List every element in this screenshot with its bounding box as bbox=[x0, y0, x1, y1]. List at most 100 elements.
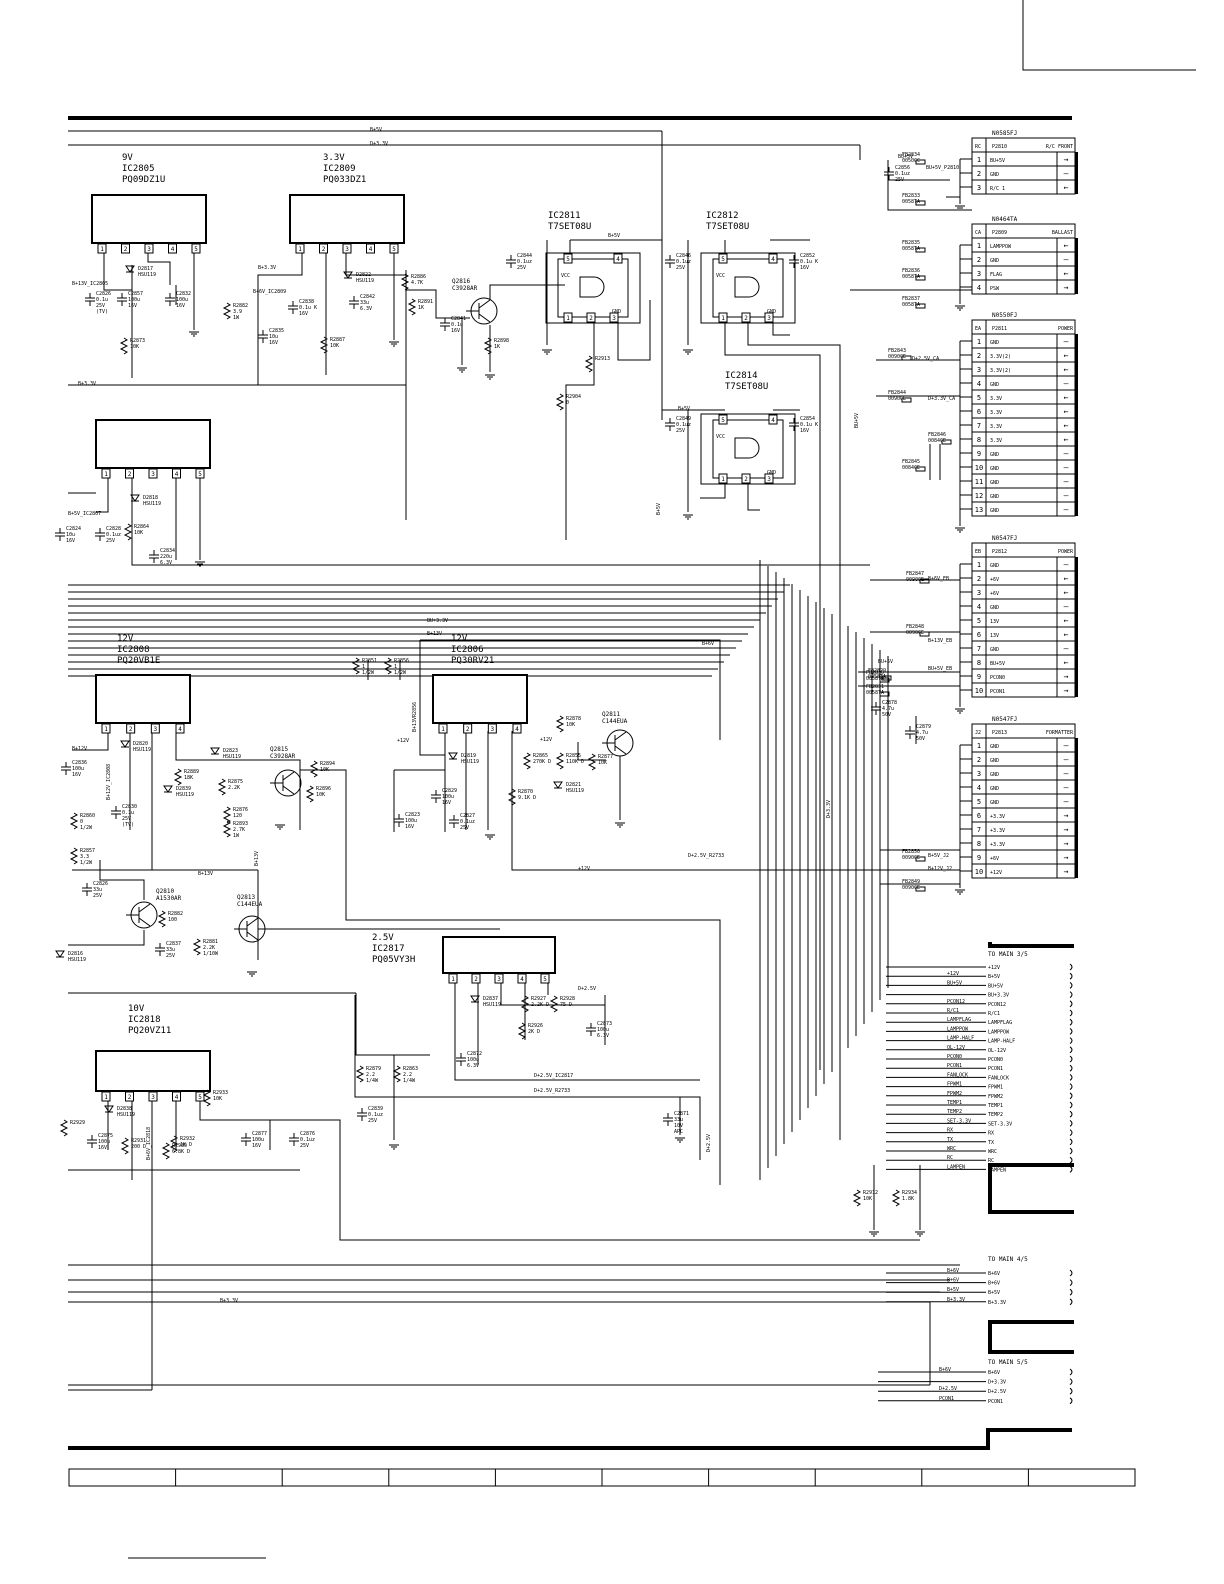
part-label: R2933 bbox=[213, 1090, 228, 1096]
regulator-ref: IC2805 bbox=[122, 164, 155, 174]
connector-pin-number: 6 bbox=[977, 812, 981, 820]
part-label: R2894 bbox=[320, 761, 335, 767]
transistor-collector bbox=[478, 299, 491, 309]
ferrite-ref: FB2836 bbox=[902, 268, 920, 274]
part-label: 2.2K bbox=[228, 785, 240, 791]
net-label-vertical: B+13V bbox=[254, 851, 260, 866]
part-label: HSU119 bbox=[483, 1002, 501, 1008]
part-label: 16V bbox=[269, 340, 278, 346]
connector-pin-signal: GND bbox=[990, 452, 999, 458]
connector-pin-number: 10 bbox=[975, 687, 983, 695]
part-label: C2875 bbox=[98, 1133, 113, 1139]
ferrite-ref: FB2831 bbox=[866, 684, 884, 690]
net-label: B+6V bbox=[702, 641, 714, 647]
ferrite-part: 0058TA bbox=[902, 302, 920, 308]
connector-part: N0550FJ bbox=[992, 312, 1017, 319]
to-main-net: B+6V bbox=[939, 1367, 951, 1373]
regulator-ic2806 bbox=[432, 674, 528, 724]
resistor-symbol bbox=[351, 657, 361, 675]
cable-brace bbox=[1069, 1037, 1073, 1044]
part-label: 25V bbox=[300, 1143, 309, 1149]
to-main-net: LAMPEN bbox=[947, 1164, 965, 1170]
part-label: D2821 bbox=[566, 782, 581, 788]
resistor-symbol bbox=[69, 847, 79, 865]
pin-number: 5 bbox=[198, 471, 202, 478]
cable-brace bbox=[1069, 982, 1073, 989]
cable-brace bbox=[1069, 1064, 1073, 1072]
ferrite-part: 0090CE bbox=[906, 577, 924, 583]
pin-number: 1 bbox=[721, 476, 725, 483]
part-label: 16V bbox=[66, 538, 75, 544]
wire bbox=[72, 731, 109, 751]
to-main-signal: B+3.3V bbox=[988, 1300, 1006, 1306]
part-label: 16V bbox=[800, 428, 809, 434]
ferrite-part: 0090CE bbox=[888, 354, 906, 360]
part-label: C2824 bbox=[66, 526, 81, 532]
logic-ic-ref: IC2812 bbox=[706, 211, 739, 221]
cable-brace bbox=[1069, 1129, 1073, 1136]
part-label: 0.1uz bbox=[676, 259, 691, 265]
to-main-net: FANLOCK bbox=[947, 1072, 968, 1078]
regulator-voltage: 12V bbox=[451, 634, 468, 644]
part-label: 3.9 bbox=[233, 309, 242, 315]
ferrite-bead bbox=[915, 275, 926, 281]
pin-number: 2 bbox=[744, 476, 748, 483]
resistor-symbol bbox=[222, 820, 232, 838]
cable-brace bbox=[1069, 1368, 1073, 1376]
transistor-ref: Q2816 bbox=[452, 278, 470, 285]
part-label: HSU119 bbox=[138, 272, 156, 278]
pin-box bbox=[512, 723, 522, 734]
resistor-symbol bbox=[852, 1189, 862, 1207]
pin-box bbox=[540, 973, 550, 984]
part-label: 25V bbox=[368, 1118, 377, 1124]
part-label: 1/2W bbox=[394, 670, 407, 676]
part-label: 33u bbox=[93, 887, 102, 893]
regulator-part: PQ30RV21 bbox=[451, 656, 494, 666]
connector-pin-direction: – bbox=[1064, 644, 1069, 653]
connector-part: N0464TA bbox=[992, 216, 1018, 223]
regulator-ic2805 bbox=[91, 194, 207, 244]
cable-brace bbox=[1069, 1147, 1073, 1155]
to-main-net: LAMP-HALF bbox=[947, 1036, 974, 1042]
part-label: R2875 bbox=[228, 779, 243, 785]
part-label: D2820 bbox=[133, 741, 148, 747]
part-label: R2927 bbox=[531, 996, 546, 1002]
regulator-ic2807 bbox=[95, 419, 211, 469]
pin-box bbox=[487, 723, 497, 734]
connector-pin-signal: PSW bbox=[990, 286, 1000, 292]
part-label: 0.1u bbox=[451, 322, 463, 328]
to-main-net: B+6V bbox=[947, 1278, 959, 1284]
cable-brace bbox=[1069, 991, 1073, 998]
connector-pin-direction: → bbox=[1064, 867, 1069, 876]
part-label: 100 bbox=[168, 917, 177, 923]
resistor-symbol bbox=[549, 995, 559, 1013]
connector-pin-signal: +3.3V bbox=[990, 814, 1005, 820]
pin-number: 5 bbox=[392, 246, 396, 253]
connector-pin-direction: → bbox=[1064, 825, 1069, 834]
connector-pin-number: 3 bbox=[977, 270, 981, 278]
net-label-vertical: D+2.5V bbox=[706, 1134, 712, 1152]
cable-brace bbox=[1069, 1110, 1073, 1118]
connector-pin-direction: ← bbox=[1064, 658, 1069, 667]
diode-symbol bbox=[120, 740, 130, 748]
part-label: 16V bbox=[451, 328, 460, 334]
to-main-net: TX bbox=[947, 1137, 953, 1143]
connector-pin-number: 1 bbox=[977, 242, 981, 250]
vcc-label: VCC bbox=[716, 273, 725, 279]
part-label: 10K bbox=[330, 343, 339, 349]
ferrite-part: 0058TA bbox=[902, 246, 920, 252]
part-label: R2879 bbox=[366, 1066, 381, 1072]
transistor-emitter bbox=[478, 313, 491, 323]
resistor-symbol bbox=[584, 355, 594, 373]
wire bbox=[300, 769, 721, 1185]
connector-desc: R/C FRONT bbox=[1046, 144, 1073, 150]
ferrite-bead bbox=[915, 466, 926, 472]
part-label: 10K bbox=[130, 344, 139, 350]
part-label: C2826 bbox=[93, 881, 108, 887]
part-label: HSU119 bbox=[223, 754, 241, 760]
connector-pin-signal: +6V bbox=[990, 856, 999, 862]
connector-pin-direction: – bbox=[1064, 337, 1069, 346]
ferrite-bead bbox=[915, 247, 926, 253]
diode-symbol bbox=[163, 785, 173, 793]
